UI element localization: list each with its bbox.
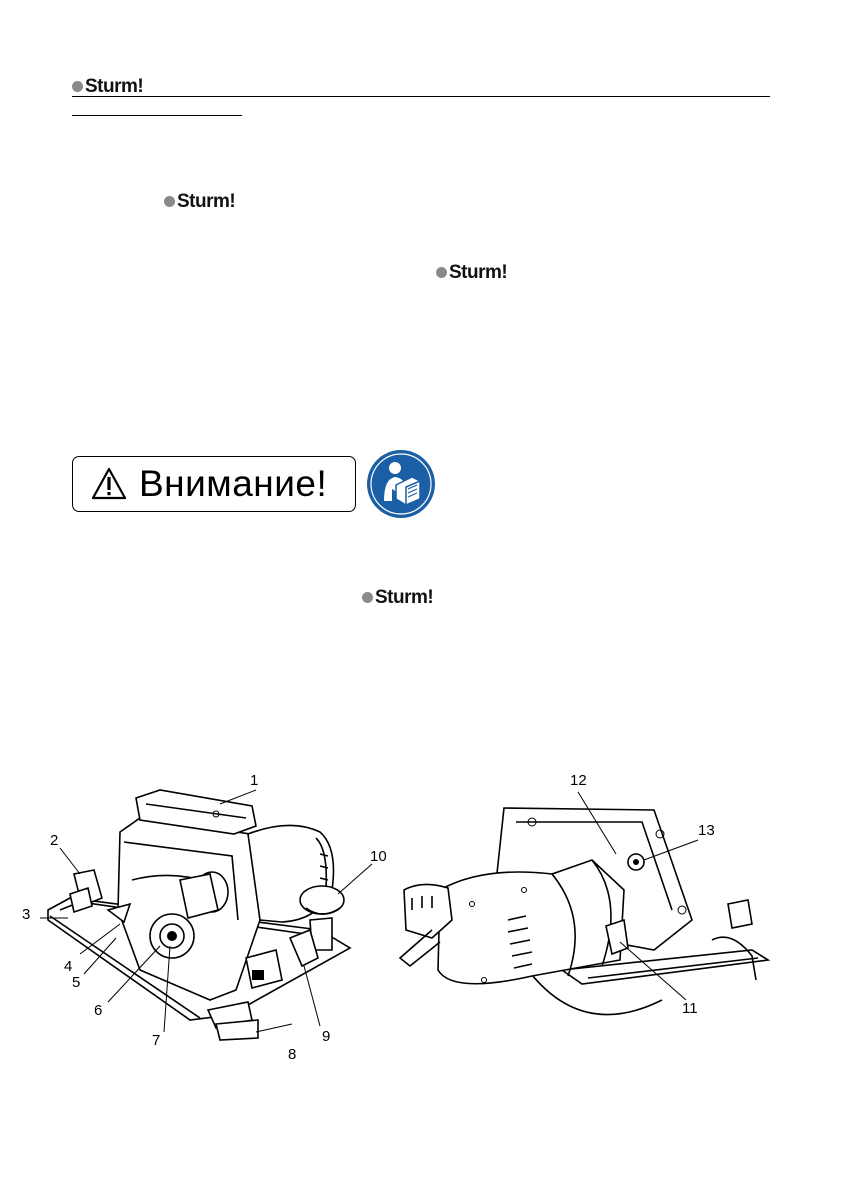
logo-word: Sturm	[85, 75, 138, 97]
callout-7: 7	[152, 1032, 161, 1049]
logo-mark: !	[501, 261, 508, 283]
warning-label: Внимание!	[139, 463, 328, 504]
header-rule	[72, 96, 770, 97]
logo-word: Sturm	[177, 190, 230, 212]
section-underline	[72, 115, 242, 116]
logo-dot-icon	[436, 266, 447, 278]
logo-dot-icon	[164, 195, 175, 207]
callout-3: 3	[22, 906, 31, 923]
callout-4: 4	[64, 958, 73, 975]
saw-front-view-figure	[40, 789, 373, 1041]
warning-triangle-icon	[91, 467, 127, 500]
read-manual-icon	[367, 450, 435, 518]
inline-logo-1: Sturm!	[164, 190, 236, 212]
logo-word: Sturm	[449, 261, 502, 283]
saw-rear-view-figure	[398, 791, 771, 1016]
callout-5: 5	[72, 974, 81, 991]
logo-word: Sturm	[375, 586, 428, 608]
callout-9: 9	[322, 1028, 331, 1045]
callout-13: 13	[698, 822, 715, 839]
callout-12: 12	[570, 772, 587, 789]
logo-mark: !	[137, 75, 144, 97]
logo-dot-icon	[362, 591, 373, 603]
callout-2: 2	[50, 832, 59, 849]
callout-1: 1	[250, 772, 259, 789]
callout-6: 6	[94, 1002, 103, 1019]
logo-mark: !	[427, 586, 434, 608]
logo-mark: !	[229, 190, 236, 212]
logo-dot-icon	[72, 80, 83, 92]
callout-10: 10	[370, 848, 387, 865]
inline-logo-3: Sturm!	[362, 586, 434, 608]
inline-logo-2: Sturm!	[436, 261, 508, 283]
warning-box: Внимание!	[72, 456, 356, 512]
callout-11: 11	[682, 1000, 698, 1017]
header-logo: Sturm!	[72, 75, 144, 97]
callout-8: 8	[288, 1046, 297, 1063]
